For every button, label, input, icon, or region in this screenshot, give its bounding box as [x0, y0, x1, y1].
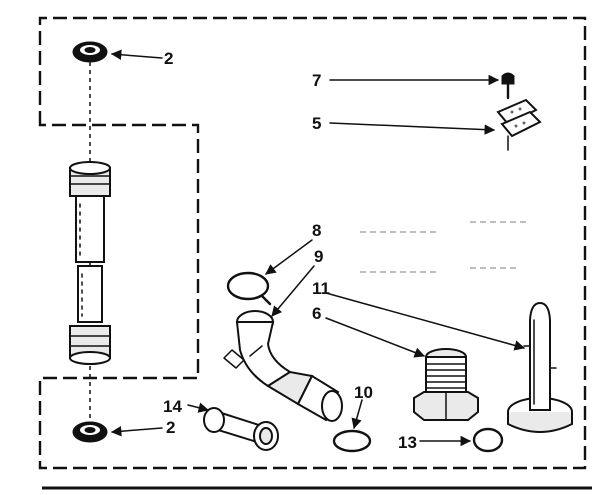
ring-10-icon [332, 429, 372, 453]
fill-hose-icon [69, 161, 111, 365]
clip-icon [496, 98, 542, 151]
label-part-2-bottom: 2 [166, 418, 175, 437]
label-part-8: 8 [312, 221, 321, 240]
standpipe-icon [507, 301, 573, 433]
clamp-ring-icon [226, 271, 272, 306]
label-part-7: 7 [312, 71, 321, 90]
label-part-13: 13 [398, 433, 417, 452]
faint-marks [360, 221, 530, 273]
threaded-connector-icon [413, 348, 479, 421]
ring-13-icon [472, 427, 504, 453]
elbow-hose-icon [223, 310, 343, 422]
label-part-11: 11 [312, 279, 330, 298]
screw-icon [501, 72, 515, 100]
label-part-9: 9 [314, 247, 323, 266]
leader-lines [110, 49, 526, 447]
coupling-icon [203, 407, 279, 451]
label-part-10: 10 [354, 383, 373, 402]
label-part-6: 6 [312, 304, 321, 323]
washer-bottom-icon [72, 421, 108, 443]
label-part-5: 5 [312, 114, 321, 133]
label-part-2-top: 2 [164, 49, 173, 68]
washer-top-icon [72, 41, 108, 63]
label-part-14: 14 [163, 397, 182, 416]
dashed-frame [38, 16, 587, 470]
